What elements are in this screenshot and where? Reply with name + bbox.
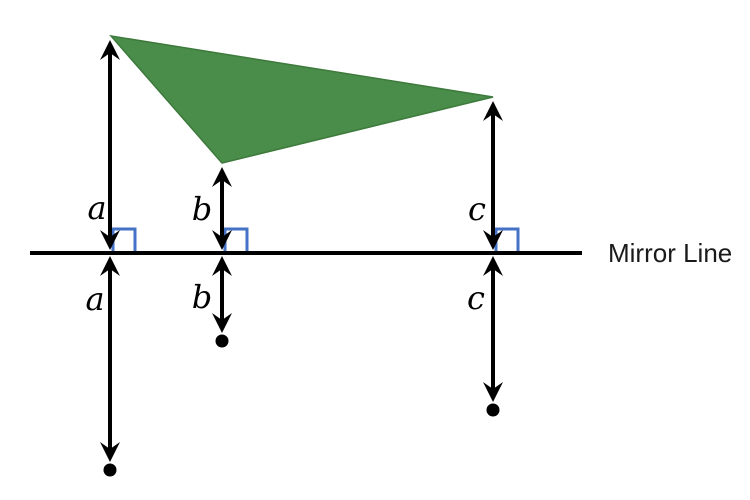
arrowhead-up-icon: [483, 101, 503, 121]
distance-label-a-above: a: [87, 189, 106, 227]
distance-arrow-b-below: [212, 256, 232, 348]
mirror-line-label: Mirror Line: [608, 238, 732, 268]
arrowhead-up-icon: [100, 40, 120, 60]
right-angle-marker-c: [494, 227, 520, 251]
distance-arrow-c-below: [483, 256, 503, 417]
distance-arrow-a-above: [100, 40, 120, 250]
distance-arrow-b-above: [212, 167, 232, 250]
distance-arrow-c-above: [483, 101, 503, 250]
distance-label-c-above: c: [468, 190, 486, 228]
arrowhead-up-icon: [483, 256, 503, 276]
arrowhead-down-icon: [483, 382, 503, 402]
image-point-b: [215, 334, 229, 348]
arrowhead-down-icon: [212, 230, 232, 250]
arrowhead-down-icon: [100, 230, 120, 250]
distance-label-a-below: a: [85, 280, 104, 318]
arrowhead-down-icon: [212, 313, 232, 333]
right-angle-marker-b: [223, 227, 249, 251]
arrowhead-up-icon: [100, 256, 120, 276]
arrowhead-down-icon: [483, 230, 503, 250]
image-point-a: [103, 463, 117, 477]
distance-label-c-below: c: [467, 279, 485, 317]
arrowhead-up-icon: [212, 256, 232, 276]
arrowhead-up-icon: [212, 167, 232, 187]
right-angle-marker-a: [111, 227, 137, 251]
arrowhead-down-icon: [100, 442, 120, 462]
distance-label-b-below: b: [192, 278, 212, 316]
distance-label-b-above: b: [192, 190, 212, 228]
distance-arrow-a-below: [100, 256, 120, 477]
triangle-shape: [109, 34, 494, 164]
image-point-c: [486, 403, 500, 417]
